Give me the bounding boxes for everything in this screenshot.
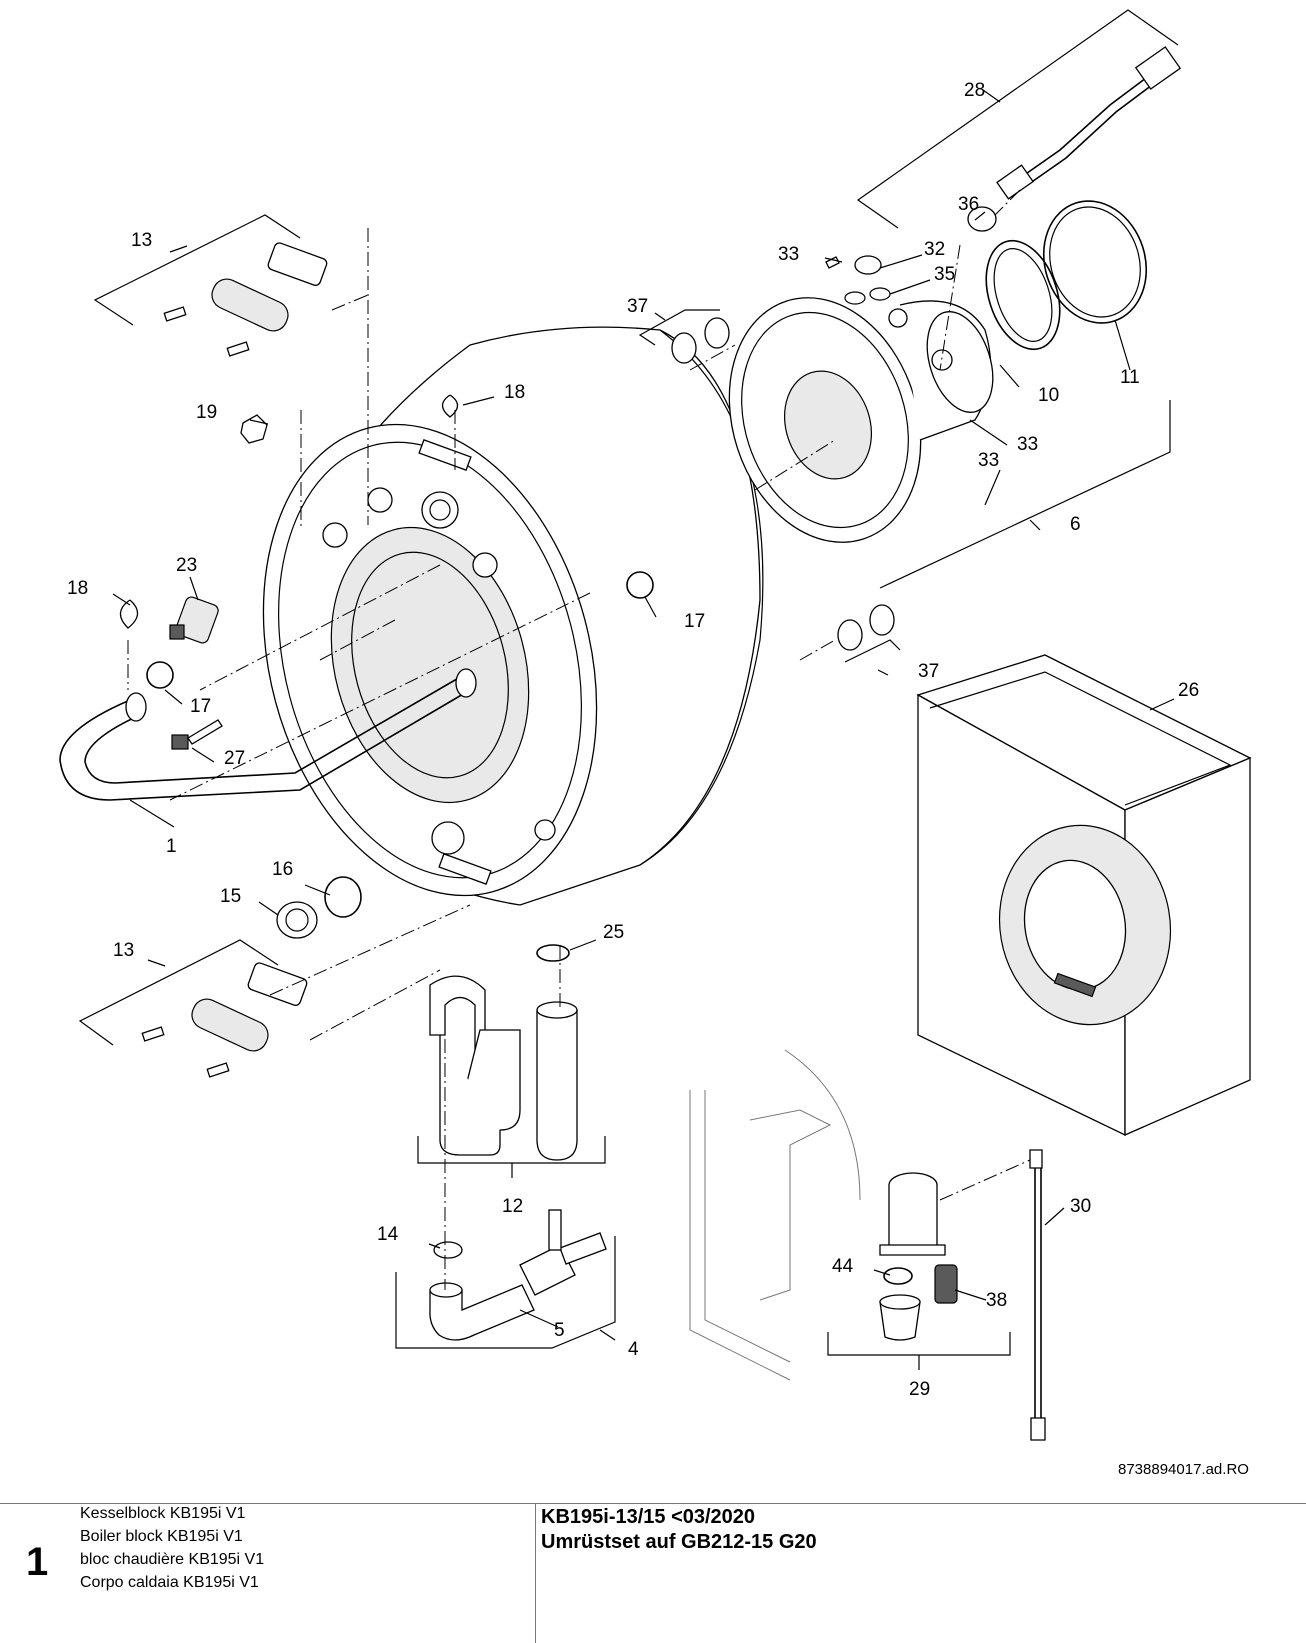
inspection-cover-13-bottom xyxy=(141,962,308,1078)
callout-38: 38 xyxy=(986,1290,1007,1311)
burner-plate-assembly xyxy=(728,297,994,543)
description-de: Kesselblock KB195i V1 xyxy=(80,1505,246,1522)
model-title: KB195i-13/15 <03/2020 xyxy=(541,1506,756,1528)
description-fr: bloc chaudière KB195i V1 xyxy=(80,1551,265,1568)
o-ring-17-right xyxy=(626,571,654,599)
footer-divider xyxy=(0,1503,1306,1504)
boiler-drum xyxy=(262,326,764,906)
callout-25: 25 xyxy=(603,922,624,943)
callout-13-bottom: 13 xyxy=(113,940,134,961)
page-number: 1 xyxy=(26,1540,49,1584)
callout-18-left: 18 xyxy=(67,578,88,599)
kit-title: Umrüstset auf GB212-15 G20 xyxy=(541,1531,817,1553)
gasket-10 xyxy=(985,239,1061,351)
callout-4: 4 xyxy=(628,1339,639,1360)
callout-1: 1 xyxy=(166,836,177,857)
boiler-frame-26 xyxy=(916,654,1252,1137)
seal-44 xyxy=(883,1267,913,1285)
callout-32: 32 xyxy=(924,239,945,260)
siphon-12 xyxy=(429,975,578,1161)
callout-35: 35 xyxy=(934,264,955,285)
callout-18-top: 18 xyxy=(504,382,525,403)
grommet-36 xyxy=(967,206,997,232)
callout-6: 6 xyxy=(1070,514,1081,535)
callout-12: 12 xyxy=(502,1196,523,1217)
callout-44: 44 xyxy=(832,1256,854,1277)
footer-column-divider xyxy=(535,1503,536,1643)
plug-19 xyxy=(240,414,268,444)
seal-25 xyxy=(536,944,570,962)
callout-33-mid: 33 xyxy=(1017,434,1038,455)
callout-11: 11 xyxy=(1120,367,1140,388)
callout-15: 15 xyxy=(220,886,241,907)
sleeves-37-top xyxy=(671,317,730,364)
callout-10: 10 xyxy=(1038,385,1059,406)
sensor-27 xyxy=(171,719,223,750)
hose-30 xyxy=(1029,1149,1046,1441)
description-en: Boiler block KB195i V1 xyxy=(80,1528,243,1545)
leader-lines xyxy=(78,9,1179,1370)
callout-13-top: 13 xyxy=(131,230,152,251)
pipe-1 xyxy=(59,668,477,801)
drawing-reference: 8738894017.ad.RO xyxy=(1118,1461,1249,1478)
callout-37-top: 37 xyxy=(627,296,648,317)
seal-16 xyxy=(324,876,362,918)
callout-33-top: 33 xyxy=(778,244,799,265)
ignition-cable-28 xyxy=(996,46,1182,200)
callout-28: 28 xyxy=(964,80,985,101)
inspection-cover-13-top xyxy=(163,242,328,357)
sleeves-37-bottom xyxy=(837,604,895,651)
exploded-parts-diagram: 1 4 5 6 10 11 12 13 13 14 15 16 17 17 18… xyxy=(59,9,1252,1441)
callout-33-low: 33 xyxy=(978,450,999,471)
o-ring-17-left xyxy=(146,661,174,689)
seal-14 xyxy=(433,1241,463,1259)
callout-30: 30 xyxy=(1070,1196,1091,1217)
callout-17-right: 17 xyxy=(684,611,705,632)
callout-27: 27 xyxy=(224,748,245,769)
callout-23: 23 xyxy=(176,555,197,576)
filter-38 xyxy=(934,1264,958,1304)
callout-numbers: 1 4 5 6 10 11 12 13 13 14 15 16 17 17 18… xyxy=(67,80,1199,1400)
callout-36: 36 xyxy=(958,194,979,215)
gasket-11 xyxy=(1042,200,1148,324)
installation-sketch xyxy=(689,1049,861,1381)
callout-29: 29 xyxy=(909,1379,930,1400)
assembly-axis-lines xyxy=(127,189,1031,1290)
description-it: Corpo caldaia KB195i V1 xyxy=(80,1574,259,1591)
callout-17-left: 17 xyxy=(190,696,211,717)
clip-18-left xyxy=(119,599,139,629)
callout-14: 14 xyxy=(377,1224,399,1245)
drain-elbow-5 xyxy=(429,1209,607,1341)
callout-16: 16 xyxy=(272,859,293,880)
sensor-23 xyxy=(169,596,219,644)
callout-5: 5 xyxy=(554,1320,565,1341)
callout-26: 26 xyxy=(1178,680,1199,701)
callout-37-bottom: 37 xyxy=(918,661,939,682)
filter-pump-29 xyxy=(879,1172,958,1341)
clip-18-top xyxy=(441,394,459,418)
callout-19: 19 xyxy=(196,402,217,423)
filter-cup xyxy=(879,1301,921,1341)
nut-15 xyxy=(276,901,318,939)
